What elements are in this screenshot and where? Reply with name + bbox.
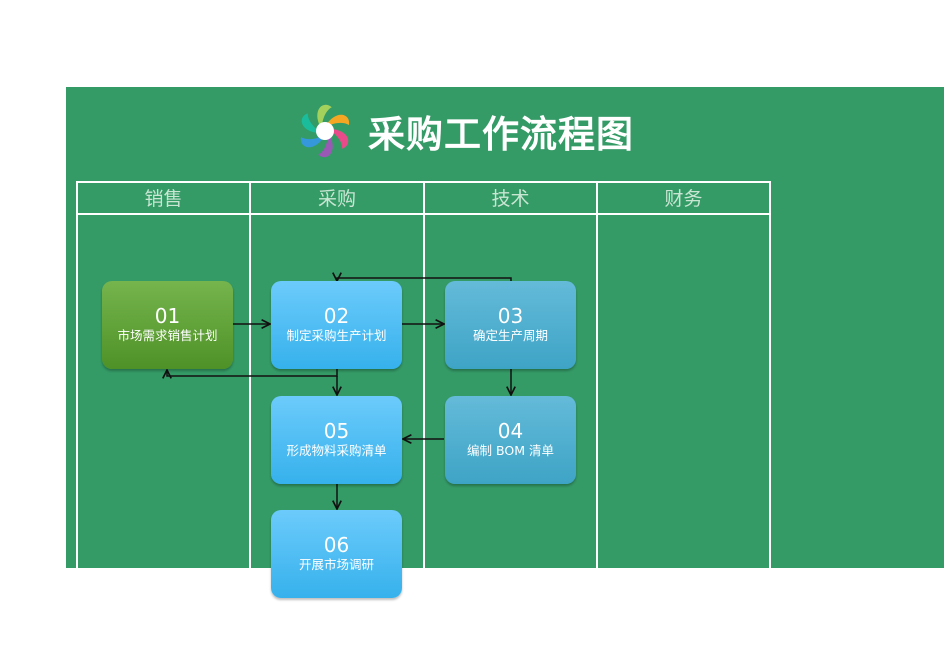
node-label: 开展市场调研 [298,557,374,572]
flow-node-06[interactable]: 06 开展市场调研 [271,510,402,598]
page-title: 采购工作流程图 [368,113,634,156]
lane-header-technical: 技术 [491,188,530,210]
flow-node-04[interactable]: 04 编制 BOM 清单 [445,396,576,484]
node-label: 确定生产周期 [472,328,548,343]
node-label: 编制 BOM 清单 [467,443,554,458]
lane-header-finance: 财务 [664,188,703,210]
node-number: 02 [323,304,350,328]
lane-divider [596,181,598,568]
flow-node-05[interactable]: 05 形成物料采购清单 [271,396,402,484]
node-label: 形成物料采购清单 [286,443,387,458]
node-number: 06 [323,533,350,557]
arrow-03-to-02 [337,278,512,281]
pinwheel-logo-icon [300,104,350,158]
node-number: 04 [497,419,524,443]
title-bar: 采购工作流程图 [296,102,634,160]
arrow-02-to-01 [167,369,338,376]
lane-divider [249,181,251,568]
lane-header-purchasing: 采购 [317,188,356,210]
flow-node-03[interactable]: 03 确定生产周期 [445,281,576,369]
flow-node-02[interactable]: 02 制定采购生产计划 [271,281,402,369]
lane-header-sales: 销售 [144,188,183,210]
node-number: 03 [497,304,524,328]
flow-node-01[interactable]: 01 市场需求销售计划 [102,281,233,369]
node-number: 05 [323,419,350,443]
node-label: 市场需求销售计划 [117,328,218,343]
node-label: 制定采购生产计划 [286,328,387,343]
node-number: 01 [154,304,181,328]
lane-divider [423,181,425,568]
